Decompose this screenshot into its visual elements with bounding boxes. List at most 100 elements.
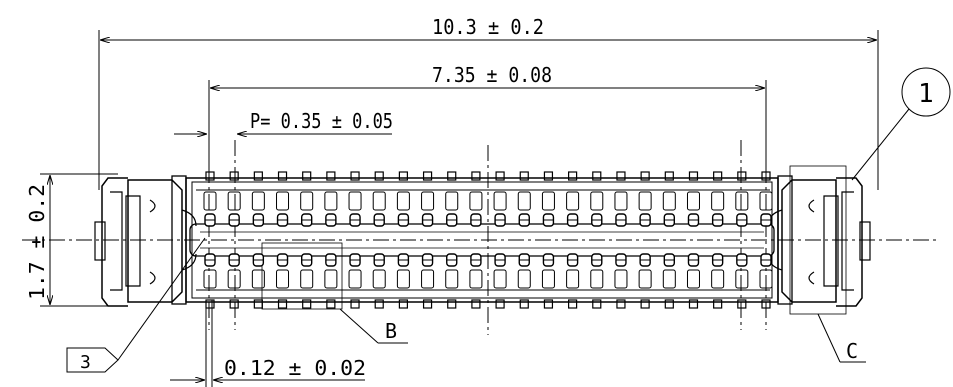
contact-tail-top: [229, 171, 239, 181]
contact-body-top: [638, 191, 652, 211]
contact-tail-bottom: [253, 299, 263, 309]
contact-body-bottom: [396, 269, 410, 289]
contact-tail-top: [326, 171, 336, 181]
contact-tail-top: [447, 171, 457, 181]
contact-body-top: [300, 191, 314, 211]
contact-tail-bottom: [640, 299, 650, 309]
contact-body-bottom: [566, 269, 580, 289]
contact-body-top: [227, 191, 241, 211]
contact-tail-bottom: [495, 299, 505, 309]
contact-tail-top: [471, 171, 481, 181]
contact-tail-bottom: [688, 299, 699, 309]
contact-tail-top: [350, 171, 360, 181]
contact-body-top: [348, 191, 362, 211]
overall-length-dimension: [98, 30, 879, 190]
contact-body-bottom: [711, 269, 725, 289]
contact-body-top: [517, 191, 531, 211]
contact-tail-bottom: [616, 299, 626, 309]
contact-tail-top: [374, 171, 384, 181]
contact-body-bottom: [421, 269, 435, 289]
contact-body-bottom: [372, 269, 386, 289]
balloon-callout: [851, 67, 951, 181]
contact-body-top: [711, 191, 725, 211]
contact-tail-top: [761, 171, 771, 181]
contact-tail-top: [543, 171, 554, 181]
contact-body-top: [251, 191, 265, 211]
contact-tail-bottom: [519, 299, 529, 309]
contact-tail-bottom: [447, 299, 457, 309]
contact-body-top: [566, 191, 580, 211]
contact-tail-top: [495, 171, 505, 181]
contact-tail-top: [253, 171, 263, 181]
contact-tail-bottom: [568, 299, 578, 309]
contact-body-bottom: [227, 269, 241, 289]
centerlines: [22, 140, 940, 335]
right-hold-down: [767, 175, 871, 307]
connector-body: [94, 165, 871, 315]
detail-box-b: [261, 242, 343, 310]
contact-tail-bottom: [422, 299, 433, 309]
contact-body-bottom: [324, 269, 338, 289]
contact-tail-bottom: [326, 299, 336, 309]
contact-tail-top: [737, 171, 747, 181]
note-flag-label: 3: [80, 352, 91, 373]
contact-body-top: [759, 191, 773, 211]
detail-b-label: B: [385, 319, 397, 343]
contact-tail-top: [205, 171, 215, 181]
height-label: 1.7 ± 0.2: [25, 184, 49, 300]
contact-body-top: [614, 191, 628, 211]
contact-body-top: [372, 191, 386, 211]
contact-tail-top: [616, 171, 626, 181]
contact-tail-top: [422, 171, 433, 181]
contact-tail-top: [640, 171, 650, 181]
contact-tail-top: [664, 171, 674, 181]
contact-tail-bottom: [761, 299, 771, 309]
contact-tail-top: [688, 171, 699, 181]
contact-body-bottom: [614, 269, 628, 289]
contact-body-bottom: [590, 269, 604, 289]
contact-body-bottom: [493, 269, 507, 289]
contact-array: [203, 171, 773, 309]
contact-body-bottom: [735, 269, 749, 289]
contact-tail-bottom: [229, 299, 239, 309]
contact-body-top: [662, 191, 676, 211]
contact-body-bottom: [203, 269, 217, 289]
contact-tail-top: [302, 171, 312, 181]
contact-body-top: [590, 191, 604, 211]
contact-tail-top: [713, 171, 723, 181]
contact-body-bottom: [517, 269, 531, 289]
detail-c-label: C: [846, 339, 858, 363]
balloon-label: 1: [918, 79, 934, 109]
contact-tail-bottom: [302, 299, 312, 309]
pitch-label: P= 0.35 ± 0.05: [250, 109, 393, 133]
contact-body-top: [541, 191, 555, 211]
contact-tail-bottom: [737, 299, 747, 309]
contact-tail-bottom: [398, 299, 408, 309]
contact-tail-bottom: [277, 299, 288, 309]
contact-body-top: [396, 191, 410, 211]
contact-body-bottom: [276, 269, 290, 289]
left-hold-down: [94, 175, 197, 307]
contact-body-bottom: [638, 269, 652, 289]
contact-body-bottom: [686, 269, 700, 289]
contact-body-top: [276, 191, 290, 211]
contact-tail-top: [568, 171, 578, 181]
contact-tail-top: [519, 171, 529, 181]
contact-body-bottom: [759, 269, 773, 289]
contact-body-top: [421, 191, 435, 211]
pitch-span-dimension: [208, 80, 767, 180]
contact-tail-bottom: [543, 299, 554, 309]
detail-c-leader: [817, 313, 866, 363]
contact-body-top: [445, 191, 459, 211]
overall-length-label: 10.3 ± 0.2: [432, 15, 544, 39]
pitch-span-label: 7.35 ± 0.08: [432, 63, 552, 87]
contact-body-bottom: [300, 269, 314, 289]
terminal-width-dimension: [170, 300, 365, 387]
contact-tail-bottom: [350, 299, 360, 309]
contact-body-bottom: [251, 269, 265, 289]
contact-tail-top: [398, 171, 408, 181]
contact-tail-bottom: [664, 299, 674, 309]
contact-tail-top: [592, 171, 602, 181]
contact-body-bottom: [469, 269, 483, 289]
